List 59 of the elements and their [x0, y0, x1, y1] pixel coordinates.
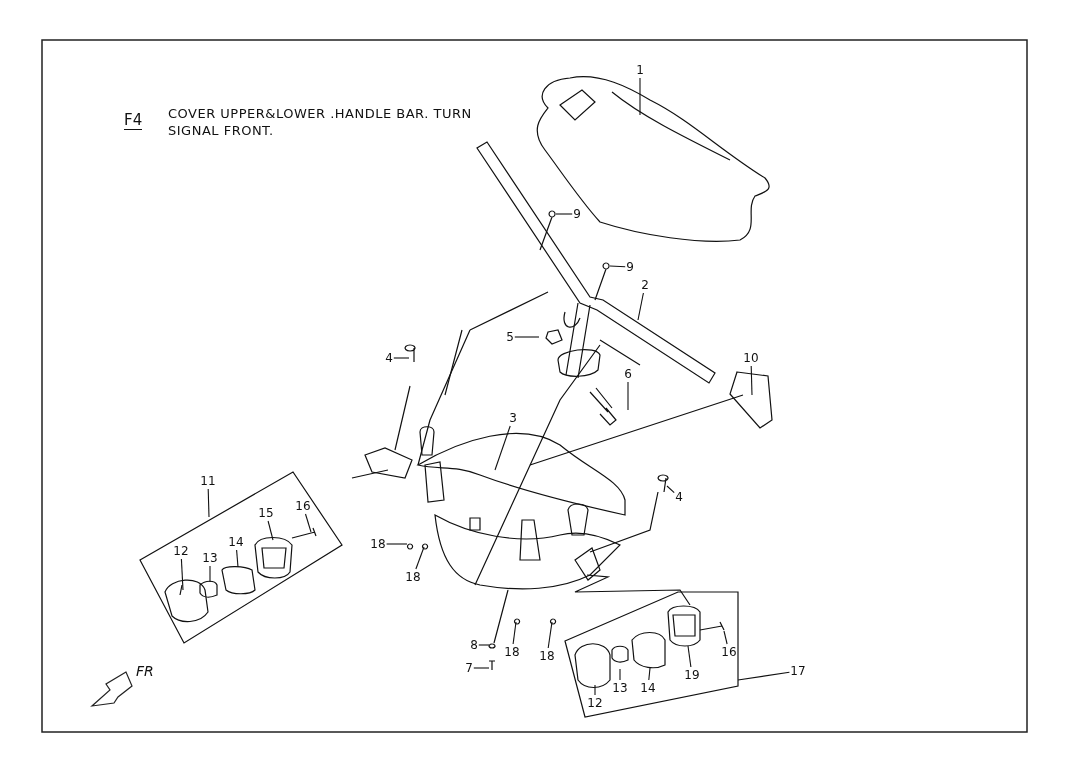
callout-number: 1 [636, 63, 644, 77]
leader-line [594, 684, 596, 696]
leader-line [627, 381, 629, 411]
callout-number: 11 [200, 474, 216, 488]
leader-line [236, 549, 239, 568]
leader-line [723, 630, 728, 645]
callout-number: 16 [721, 645, 737, 659]
callout-number: 18 [405, 570, 421, 584]
callout-number: 4 [675, 490, 683, 504]
leader-line [494, 425, 511, 471]
leader-line [609, 265, 626, 268]
leader-line [750, 365, 753, 396]
callout-number: 14 [640, 681, 656, 695]
leader-line [637, 292, 644, 321]
leader-line [473, 667, 490, 669]
callout-number: 9 [626, 260, 634, 274]
callout-number: 6 [624, 367, 632, 381]
leader-line [512, 621, 517, 645]
leader-line [267, 520, 274, 541]
leader-line [547, 621, 553, 649]
leader-line [393, 357, 410, 359]
leader-line [687, 645, 692, 668]
callout-number: 12 [587, 696, 603, 710]
callout-number: 18 [370, 537, 386, 551]
leader-line [514, 336, 540, 338]
callout-number: 7 [465, 661, 473, 675]
leader-line [386, 543, 408, 545]
callout-number: 9 [573, 207, 581, 221]
direction-label: FR [136, 663, 154, 679]
leader-line [619, 668, 621, 681]
callout-number: 2 [641, 278, 649, 292]
leader-line [304, 513, 312, 533]
callout-number: 13 [612, 681, 628, 695]
callout-number: 4 [385, 351, 393, 365]
leader-line [555, 213, 573, 215]
leader-line [639, 77, 641, 116]
leader-line [648, 667, 651, 681]
callout-number: 18 [539, 649, 555, 663]
leader-line [478, 644, 490, 646]
callout-number: 16 [295, 499, 311, 513]
callout-number: 15 [258, 506, 274, 520]
leader-line [209, 565, 211, 583]
diagram-title: COVER UPPER&LOWER .HANDLE BAR. TURN SIGNAL FRONT. [168, 105, 473, 139]
leader-line [415, 546, 425, 570]
callout-number: 18 [504, 645, 520, 659]
callout-number: 10 [743, 351, 759, 365]
callout-number: 3 [509, 411, 517, 425]
leader-line [666, 485, 675, 494]
leader-line [737, 671, 790, 681]
callout-number: 13 [202, 551, 218, 565]
leader-line [180, 558, 184, 591]
callout-number: 14 [228, 535, 244, 549]
callout-number: 5 [506, 330, 514, 344]
leader-line [207, 488, 210, 518]
figure-number: F4 [124, 111, 143, 130]
callout-number: 19 [684, 668, 700, 682]
callout-number: 12 [173, 544, 189, 558]
callout-number: 17 [790, 664, 806, 678]
callout-number: 8 [470, 638, 478, 652]
